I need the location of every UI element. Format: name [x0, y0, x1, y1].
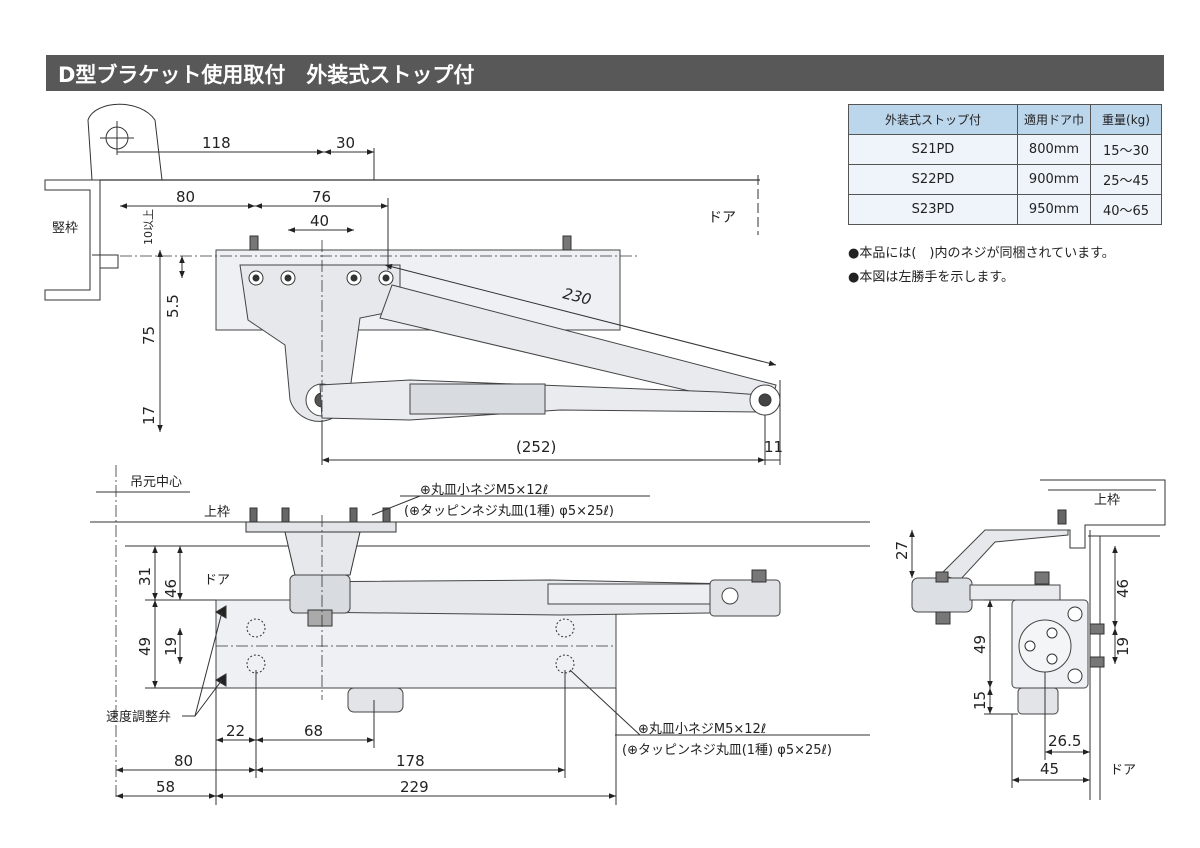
- col-header-model: 外装式ストップ付: [848, 104, 1018, 135]
- spec-table-header: 外装式ストップ付 適用ドア巾 重量(kg): [848, 104, 1162, 135]
- label-screw-bot-1: ⊕丸皿小ネジM5×12ℓ: [638, 722, 766, 737]
- dim-80-front: 80: [174, 752, 193, 770]
- dim-178: 178: [396, 752, 425, 770]
- table-row: S23PD 950mm 40～65: [848, 194, 1162, 225]
- dim-30: 30: [336, 134, 355, 152]
- top-view-labels: 竪枠 ドア 118 30 80 76 40 10以上 5.5 75 17 230…: [52, 134, 783, 456]
- table-row: S22PD 900mm 25～45: [848, 164, 1162, 195]
- col-header-weight: 重量(kg): [1090, 104, 1162, 135]
- label-screw-bot-2: (⊕タッピンネジ丸皿(1種) φ5×25ℓ): [622, 742, 832, 758]
- dim-46: 46: [162, 579, 180, 598]
- dim-27: 27: [893, 541, 911, 560]
- dim-49-side: 49: [971, 635, 989, 654]
- note-left-hand: ●本図は左勝手を示します。: [848, 270, 1015, 285]
- dim-75: 75: [140, 326, 158, 345]
- dim-10: 10以上: [142, 209, 155, 245]
- dim-49: 49: [136, 637, 154, 656]
- front-view-labels: 吊元中心 上枠 ドア 速度調整弁 ⊕丸皿小ネジM5×12ℓ (⊕タッピンネジ丸皿…: [106, 475, 832, 796]
- cell-model: S23PD: [848, 194, 1018, 225]
- label-screw-top-1: ⊕丸皿小ネジM5×12ℓ: [420, 483, 548, 498]
- cell-door-width: 950mm: [1017, 194, 1091, 225]
- cell-weight: 15～30: [1090, 134, 1162, 165]
- section-title: D型ブラケット使用取付 外装式ストップ付: [58, 63, 475, 87]
- cell-door-width: 800mm: [1017, 134, 1091, 165]
- label-door-front: ドア: [204, 573, 230, 588]
- cell-model: S21PD: [848, 134, 1018, 165]
- dim-80: 80: [176, 188, 195, 206]
- dim-31: 31: [136, 567, 154, 586]
- dim-17: 17: [140, 406, 158, 425]
- cell-model: S22PD: [848, 164, 1018, 195]
- spec-table: 外装式ストップ付 適用ドア巾 重量(kg) S21PD 800mm 15～30 …: [848, 104, 1162, 225]
- dim-40: 40: [310, 212, 329, 230]
- label-door: ドア: [708, 210, 736, 226]
- section-title-banner: D型ブラケット使用取付 外装式ストップ付: [46, 55, 1164, 91]
- dim-5-5: 5.5: [164, 294, 182, 318]
- col-header-door-width: 適用ドア巾: [1017, 104, 1091, 135]
- dim-46-side: 46: [1114, 579, 1132, 598]
- cell-weight: 40～65: [1090, 194, 1162, 225]
- cell-door-width: 900mm: [1017, 164, 1091, 195]
- side-view: [909, 479, 1166, 800]
- table-row: S21PD 800mm 15～30: [848, 134, 1162, 165]
- dim-252: (252): [516, 438, 556, 456]
- dim-45: 45: [1040, 760, 1059, 778]
- front-view: [90, 465, 870, 805]
- dim-11: 11: [764, 438, 783, 456]
- label-screw-top-2: (⊕タッピンネジ丸皿(1種) φ5×25ℓ): [404, 503, 614, 519]
- dim-15: 15: [971, 691, 989, 710]
- note-included-screws: ●本品には( )内のネジが同梱されています。: [848, 246, 1115, 261]
- dim-76: 76: [312, 188, 331, 206]
- side-view-labels: 上枠 ドア 27 46 19 49 15 26.5 45: [893, 493, 1136, 778]
- top-view: [44, 103, 781, 465]
- label-door-side: ドア: [1110, 763, 1136, 778]
- label-jamb: 竪枠: [52, 221, 78, 236]
- label-speed-valve: 速度調整弁: [106, 709, 171, 725]
- dim-19: 19: [162, 637, 180, 656]
- dim-229: 229: [400, 778, 429, 796]
- dim-19-side: 19: [1114, 637, 1132, 656]
- dim-68: 68: [304, 722, 323, 740]
- dim-58: 58: [156, 778, 175, 796]
- cell-weight: 25～45: [1090, 164, 1162, 195]
- dim-118: 118: [202, 134, 231, 152]
- dim-26-5: 26.5: [1048, 732, 1081, 750]
- dim-22: 22: [226, 722, 245, 740]
- label-head-frame-side: 上枠: [1094, 493, 1120, 508]
- label-pivot-center: 吊元中心: [130, 475, 182, 490]
- label-head-frame: 上枠: [204, 505, 230, 520]
